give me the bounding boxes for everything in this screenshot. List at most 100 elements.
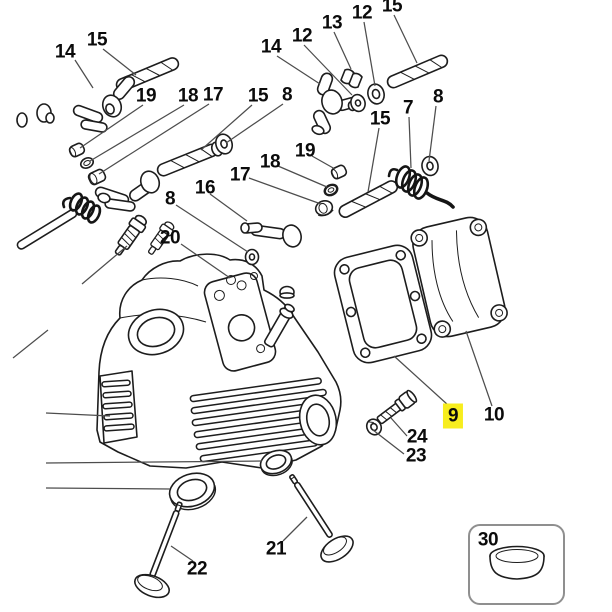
rocker-shaft-15-right	[338, 180, 399, 219]
washer-23	[365, 418, 383, 436]
part-label-15[interactable]: 15	[86, 29, 108, 51]
leader-line	[81, 245, 128, 285]
bushing-19-right	[330, 164, 348, 180]
leader-line	[311, 155, 336, 170]
rocker-arm-mid-left	[94, 170, 161, 212]
head-exhaust-boss	[298, 394, 338, 446]
part-label-16[interactable]: 16	[194, 177, 216, 199]
rocker-shaft-15-top-right	[386, 54, 449, 89]
leader-line	[277, 165, 328, 188]
valve-seal-ring-left	[168, 472, 217, 511]
part-label-15[interactable]: 15	[381, 0, 403, 17]
washer-8-on-head	[244, 248, 260, 266]
leader-line	[428, 105, 437, 162]
leader-line	[209, 193, 248, 222]
leader-line	[74, 59, 94, 89]
valve-21	[289, 474, 354, 563]
inset-box-30	[468, 524, 565, 605]
leader-line	[89, 104, 185, 162]
part-label-14[interactable]: 14	[54, 41, 76, 63]
bushing-19-left	[68, 142, 86, 158]
head-port	[127, 308, 185, 356]
part-label-20[interactable]: 20	[159, 227, 181, 249]
half-rings-13	[340, 68, 363, 89]
part-label-12[interactable]: 12	[291, 25, 313, 47]
head-right-fins	[189, 377, 330, 463]
leader-line	[225, 103, 284, 144]
leader-line	[333, 31, 352, 70]
part-label-17[interactable]: 17	[229, 164, 251, 186]
cover-10	[410, 216, 508, 338]
leader-line	[45, 460, 263, 464]
bolt-24	[376, 389, 418, 425]
gasket-9	[333, 244, 433, 364]
valve-22	[134, 501, 183, 599]
leader-line	[367, 127, 380, 193]
leader-line	[200, 104, 253, 151]
head-cover-face	[203, 272, 277, 372]
leader-line	[276, 55, 321, 85]
part-label-18[interactable]: 18	[177, 85, 199, 107]
leader-line	[465, 330, 493, 407]
adjuster-tube-b	[147, 221, 175, 255]
head-stud-hole	[226, 275, 236, 285]
o-ring-18-left	[79, 157, 95, 169]
leader-line	[45, 487, 171, 490]
part-label-10[interactable]: 10	[483, 404, 505, 426]
part-label-18[interactable]: 18	[259, 151, 281, 173]
leader-line	[45, 412, 111, 417]
o-ring-18-right	[323, 183, 339, 197]
part-label-22[interactable]: 22	[186, 558, 208, 580]
washer-12-outer	[367, 83, 385, 105]
leader-line	[372, 429, 405, 455]
part-label-14[interactable]: 14	[260, 36, 282, 58]
part-label-23[interactable]: 23	[405, 445, 427, 467]
leader-line	[303, 44, 353, 96]
leader-line	[408, 116, 412, 169]
part-label-19[interactable]: 19	[294, 140, 316, 162]
leader-lines	[12, 14, 493, 562]
part-label-15[interactable]: 15	[369, 108, 391, 130]
leader-line	[363, 21, 376, 87]
part-label-19[interactable]: 19	[135, 85, 157, 107]
head-left-fins	[99, 370, 138, 444]
part-label-24[interactable]: 24	[406, 426, 428, 448]
washer-8-right	[421, 155, 439, 177]
valve-guide	[263, 303, 295, 348]
part-label-13[interactable]: 13	[321, 12, 343, 34]
rocker-arm-16	[240, 222, 302, 248]
leader-line	[102, 48, 137, 76]
leader-line	[393, 355, 449, 406]
rocker-shaft-15-mid-left	[156, 143, 219, 177]
part-label-8[interactable]: 8	[432, 86, 444, 108]
cap-17-right	[314, 200, 334, 217]
part-label-17[interactable]: 17	[202, 84, 224, 106]
rocker-arm-14-top-middle	[311, 72, 358, 136]
part-label-8[interactable]: 8	[164, 188, 176, 210]
leader-line	[170, 545, 194, 562]
leader-line	[180, 243, 231, 279]
washer-12-inner	[347, 93, 366, 113]
leader-line	[282, 516, 308, 542]
washer-top-left	[16, 103, 55, 128]
leader-line	[98, 103, 210, 175]
washer-8-mid-left	[210, 133, 234, 157]
shim-30	[489, 545, 545, 580]
part-label-9[interactable]: 9	[442, 403, 464, 429]
part-label-7[interactable]: 7	[402, 97, 414, 119]
dome-plug	[279, 285, 295, 299]
leader-line	[175, 204, 249, 253]
part-label-30[interactable]: 30	[477, 529, 499, 551]
part-label-8[interactable]: 8	[281, 84, 293, 106]
rocker-arm-14-top-left	[72, 75, 136, 133]
adjuster-tube-a	[114, 214, 147, 256]
part-label-21[interactable]: 21	[265, 538, 287, 560]
head-stud-hole	[250, 272, 258, 280]
return-spring-left	[16, 192, 102, 250]
part-label-12[interactable]: 12	[351, 2, 373, 24]
leader-line	[393, 14, 418, 64]
valve-seal-ring-right	[259, 449, 293, 477]
part-label-15[interactable]: 15	[247, 85, 269, 107]
